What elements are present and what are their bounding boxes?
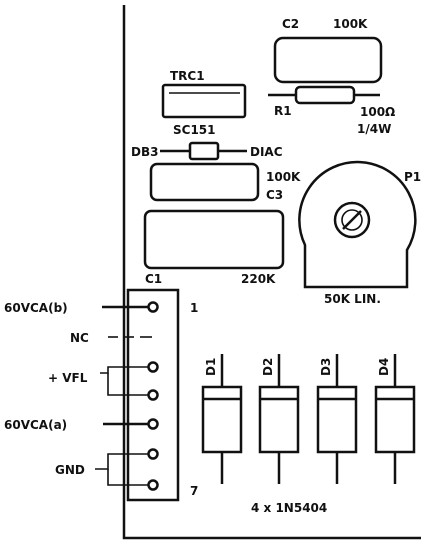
- pin-label-vca-b: 60VCA(b): [4, 301, 68, 315]
- pin-label-vfl: + VFL: [48, 371, 88, 385]
- c1-capacitor: [143, 209, 285, 270]
- r1-ref-label: R1: [274, 104, 292, 118]
- r1-resistor: [268, 85, 380, 105]
- pin-3: [147, 361, 159, 373]
- diode-d2-label: D2: [261, 358, 275, 376]
- trc1-ref-label: TRC1: [170, 69, 205, 83]
- pin-6: [147, 448, 159, 460]
- c3-value-label: 100K: [266, 170, 301, 184]
- diode-d1-label: D1: [204, 358, 218, 376]
- diode-group: D1 D2 D3 D4: [201, 354, 416, 484]
- pin-label-vca-a: 60VCA(a): [4, 418, 67, 432]
- c2-value-label: 100K: [333, 17, 368, 31]
- diode-d3-label: D3: [319, 358, 333, 376]
- diode-d4-label: D4: [377, 358, 391, 376]
- c3-capacitor: [149, 162, 260, 202]
- pin-7: [147, 479, 159, 491]
- pin-1: [147, 301, 159, 313]
- p1-potentiometer: [298, 160, 417, 289]
- trc1-part-label: SC151: [173, 123, 216, 137]
- c1-value-label: 220K: [241, 272, 276, 286]
- c2-ref-label: C2: [282, 17, 299, 31]
- pin-4: [147, 389, 159, 401]
- r1-power-label: 1/4W: [357, 122, 391, 136]
- c3-ref-label: C3: [266, 188, 283, 202]
- p1-value-label: 50K LIN.: [324, 292, 381, 306]
- pin-7-label: 7: [190, 484, 198, 498]
- db3-left-label: DB3: [131, 145, 158, 159]
- pin-label-gnd: GND: [55, 463, 85, 477]
- connector-pins: [147, 301, 159, 491]
- diode-d4: D4: [374, 354, 416, 484]
- pin-label-nc: NC: [70, 331, 89, 345]
- db3-right-label: DIAC: [250, 145, 283, 159]
- diode-d2: D2: [258, 354, 300, 484]
- r1-value-label: 100Ω: [360, 105, 395, 119]
- p1-ref-label: P1: [404, 170, 421, 184]
- c2-capacitor: [273, 36, 383, 84]
- c1-ref-label: C1: [145, 272, 162, 286]
- diode-part-label: 4 x 1N5404: [251, 501, 327, 515]
- diode-d1: D1: [201, 354, 243, 484]
- pin-1-label: 1: [190, 301, 198, 315]
- pin-5: [147, 418, 159, 430]
- db3-diac: [160, 141, 247, 161]
- diode-d3: D3: [316, 354, 358, 484]
- connector-wiring: [95, 305, 152, 486]
- trc1-triac: [161, 83, 247, 119]
- board-outline: [122, 5, 421, 540]
